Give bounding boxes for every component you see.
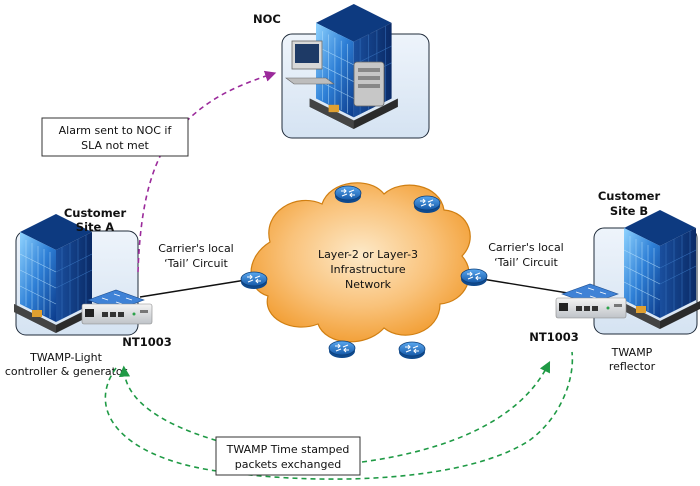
- twamp-callout-line2: packets exchanged: [235, 458, 341, 471]
- alarm-callout: [41, 117, 189, 157]
- twamp-callout: [215, 436, 361, 476]
- cloud-label-line2: Infrastructure: [330, 263, 406, 276]
- site-a-title-line2: Site A: [76, 220, 115, 234]
- infrastructure-cloud: [250, 182, 471, 343]
- twamp-arrow-outer: [104, 351, 574, 480]
- site-a-title-line1: Customer: [64, 206, 127, 220]
- tail-circuit-label-right-line2: ‘Tail’ Circuit: [494, 256, 558, 269]
- twamp-arrow-right: [361, 361, 551, 463]
- site-b-title-line2: Site B: [610, 204, 648, 218]
- site-b-building-icon: [617, 209, 700, 330]
- router-icon: [460, 268, 488, 287]
- router-icon: [240, 271, 268, 290]
- tail-circuit-label-left-line2: ‘Tail’ Circuit: [164, 257, 228, 270]
- site-b-device-label: NT1003: [529, 330, 578, 344]
- alarm-callout-line2: SLA not met: [81, 139, 149, 152]
- router-icon: [334, 185, 362, 204]
- router-icon: [413, 195, 441, 214]
- tail-circuit-link-left: [139, 278, 253, 298]
- alarm-arrow: [137, 70, 277, 273]
- tail-circuit-label-left-line1: Carrier's local: [158, 242, 234, 255]
- site-b-caption-line2: reflector: [609, 360, 656, 373]
- site-b-caption-line1: TWAMP: [611, 346, 653, 359]
- cloud-label-line1: Layer-2 or Layer-3: [318, 248, 418, 261]
- site-a-caption-line1: TWAMP-Light: [29, 351, 103, 364]
- site-a-caption-line2: controller & generator: [5, 365, 128, 378]
- noc-workstation-icon: [285, 40, 385, 107]
- router-icon: [328, 340, 356, 359]
- tail-circuit-label-right-line1: Carrier's local: [488, 241, 564, 254]
- site-b-title-line1: Customer: [598, 189, 661, 203]
- noc-label: NOC: [253, 12, 281, 26]
- site-a-device-label: NT1003: [122, 335, 171, 349]
- cloud-label-line3: Network: [345, 278, 392, 291]
- twamp-callout-line1: TWAMP Time stamped: [226, 443, 350, 456]
- router-icon: [398, 341, 426, 360]
- alarm-callout-line1: Alarm sent to NOC if: [59, 124, 173, 137]
- twamp-arrow-inner: [118, 365, 226, 444]
